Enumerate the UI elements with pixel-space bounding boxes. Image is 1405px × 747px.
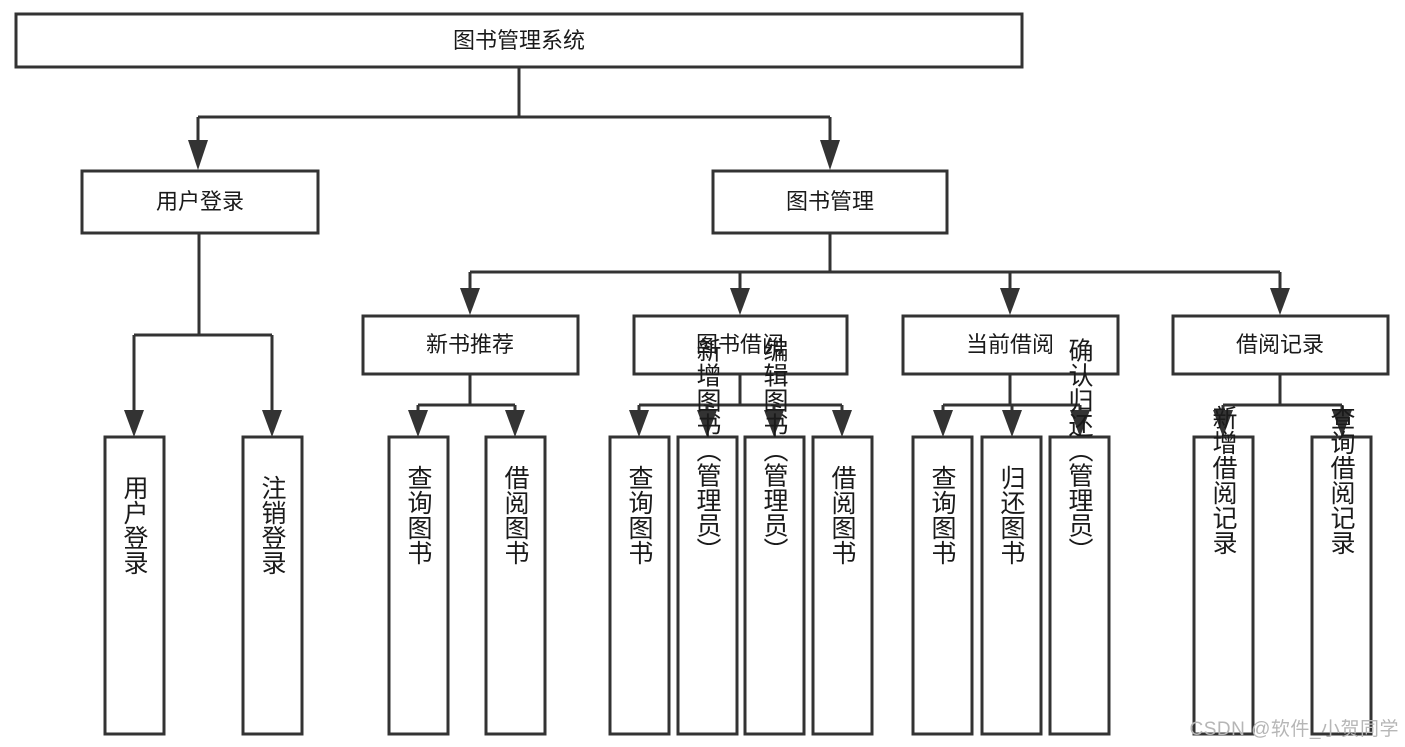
arrow-book-borrow-l2 (697, 410, 717, 437)
arrow-book-borrow-l3 (764, 410, 784, 437)
leaf-current-borrow-2-label: 归还图书 (997, 465, 1026, 565)
leaf-current-borrow-2-box[interactable] (980, 435, 1043, 736)
node-current-borrow[interactable]: 当前借阅 (901, 314, 1120, 376)
node-borrow-records[interactable]: 借阅记录 (1171, 314, 1390, 376)
arrow-book-borrow-l4 (832, 410, 852, 437)
node-user-login-label: 用户登录 (156, 189, 244, 214)
arrow-new-books-l1 (408, 410, 428, 437)
node-borrow-records-label: 借阅记录 (1236, 332, 1324, 357)
leaf-borrow-records-2[interactable]: 查询借阅记录 (1310, 405, 1373, 736)
arrow-to-current-borrow (1000, 288, 1020, 315)
arrow-to-user-login (188, 140, 208, 170)
node-root-label: 图书管理系统 (453, 28, 585, 53)
leaf-current-borrow-1-box[interactable] (911, 435, 974, 736)
watermark-text: CSDN @软件_小贺同学 (1189, 719, 1399, 740)
arrow-book-borrow-l1 (629, 410, 649, 437)
leaf-book-borrow-1-label: 查询图书 (625, 465, 654, 565)
leaf-new-books-2-box[interactable] (484, 435, 547, 736)
node-book-management-label: 图书管理 (786, 189, 874, 214)
arrow-to-book-borrow (730, 288, 750, 315)
arrow-user-login-l1 (124, 410, 144, 437)
node-new-book-recommend-label: 新书推荐 (426, 332, 514, 357)
arrow-user-login-l2 (262, 410, 282, 437)
leaf-current-borrow-1[interactable]: 查询图书 (911, 435, 974, 736)
leaf-current-borrow-3-label: 确认归还（管理员） (1065, 338, 1094, 563)
leaf-book-borrow-3[interactable]: 编辑图书（管理员） (743, 338, 806, 736)
leaf-current-borrow-1-label: 查询图书 (928, 465, 957, 565)
node-user-login[interactable]: 用户登录 (80, 169, 320, 235)
leaf-user-login-2[interactable]: 注销登录 (241, 435, 304, 736)
arrow-borrow-records-l2 (1332, 410, 1352, 437)
leaf-new-books-2[interactable]: 借阅图书 (484, 435, 547, 736)
leaf-book-borrow-1[interactable]: 查询图书 (608, 435, 671, 736)
leaf-book-borrow-3-label: 编辑图书（管理员） (760, 338, 789, 563)
leaf-borrow-records-1[interactable]: 新增借阅记录 (1192, 405, 1255, 736)
node-new-book-recommend[interactable]: 新书推荐 (361, 314, 580, 376)
leaf-book-borrow-2[interactable]: 新增图书（管理员） (676, 338, 739, 736)
node-root[interactable]: 图书管理系统 (14, 12, 1024, 69)
node-book-management[interactable]: 图书管理 (711, 169, 949, 235)
leaf-new-books-1-box[interactable] (387, 435, 450, 736)
node-current-borrow-label: 当前借阅 (966, 332, 1054, 357)
node-book-borrow-label: 图书借阅 (696, 332, 784, 357)
leaf-book-borrow-2-label: 新增图书（管理员） (693, 338, 722, 563)
node-book-borrow[interactable]: 图书借阅 (632, 314, 849, 376)
leaf-user-login-2-label: 注销登录 (258, 475, 287, 575)
leaf-book-borrow-2-box[interactable] (676, 435, 739, 736)
leaf-current-borrow-3-box[interactable] (1048, 435, 1111, 736)
leaf-book-borrow-4[interactable]: 借阅图书 (811, 435, 874, 736)
leaf-book-borrow-4-box[interactable] (811, 435, 874, 736)
leaf-new-books-2-label: 借阅图书 (501, 465, 530, 565)
node-new-book-recommend-box[interactable] (361, 314, 580, 376)
leaf-borrow-records-1-label: 新增借阅记录 (1209, 405, 1238, 555)
arrow-current-borrow-l1 (933, 410, 953, 437)
arrow-to-borrow-records (1270, 288, 1290, 315)
node-borrow-records-box[interactable] (1171, 314, 1390, 376)
node-current-borrow-box[interactable] (901, 314, 1120, 376)
arrow-new-books-l2 (505, 410, 525, 437)
leaf-new-books-1-label: 查询图书 (404, 465, 433, 565)
leaf-book-borrow-3-box[interactable] (743, 435, 806, 736)
leaf-book-borrow-4-label: 借阅图书 (828, 465, 857, 565)
node-user-login-box[interactable] (80, 169, 320, 235)
arrow-current-borrow-l3 (1070, 410, 1090, 437)
arrow-to-book-mgmt (820, 140, 840, 170)
leaf-borrow-records-2-label: 查询借阅记录 (1327, 405, 1356, 555)
arrow-to-new-books (460, 288, 480, 315)
leaf-user-login-1[interactable]: 用户登录 (103, 435, 166, 736)
node-book-borrow-box[interactable] (632, 314, 849, 376)
leaf-borrow-records-1-box[interactable] (1192, 435, 1255, 736)
leaf-book-borrow-1-box[interactable] (608, 435, 671, 736)
arrow-borrow-records-l1 (1213, 410, 1233, 437)
leaf-user-login-2-box[interactable] (241, 435, 304, 736)
leaf-new-books-1[interactable]: 查询图书 (387, 435, 450, 736)
leaf-current-borrow-3[interactable]: 确认归还（管理员） (1048, 338, 1111, 736)
connector-group (124, 67, 1352, 437)
leaf-user-login-1-box[interactable] (103, 435, 166, 736)
node-book-management-box[interactable] (711, 169, 949, 235)
leaf-current-borrow-2[interactable]: 归还图书 (980, 435, 1043, 736)
arrow-current-borrow-l2 (1002, 410, 1022, 437)
node-root-box[interactable] (14, 12, 1024, 69)
leaf-user-login-1-label: 用户登录 (120, 475, 149, 575)
leaf-borrow-records-2-box[interactable] (1310, 435, 1373, 736)
